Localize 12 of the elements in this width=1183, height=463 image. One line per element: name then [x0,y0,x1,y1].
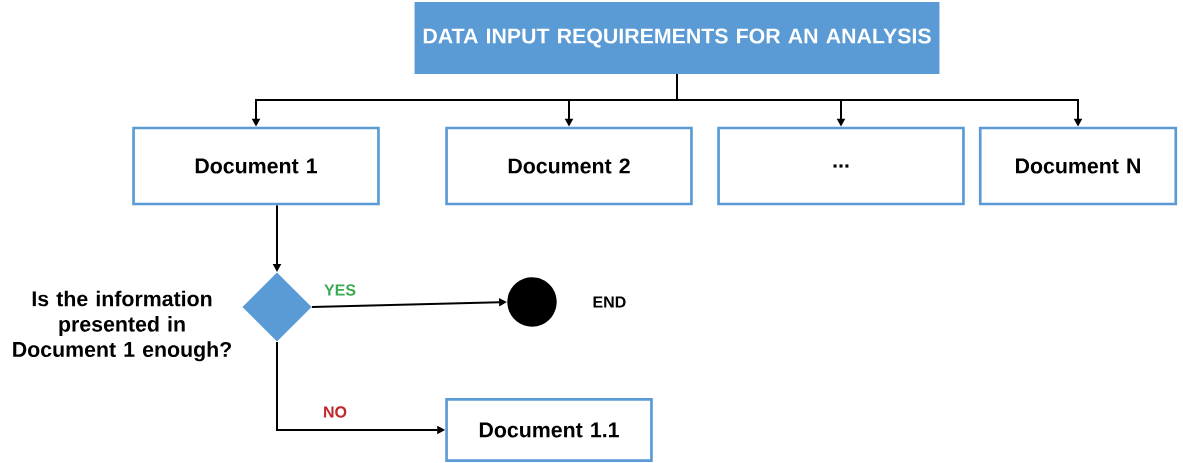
end-circle [507,277,557,327]
document-box: Document 2 [445,126,693,206]
document-box: Document 1.1 [445,398,653,462]
edge-label: YES [322,283,358,297]
end-label: END [593,296,626,308]
question-text: Is the information presented in Document 1 enough? [13,290,231,362]
title-box: DATA INPUT REQUIREMENTS FOR AN ANALYSIS [414,2,940,74]
document-box: Document 1 [132,126,380,206]
document-box: ... [717,126,965,206]
document-box: Document N [978,126,1178,206]
decision-diamond [242,272,312,342]
edge-label: NO [321,405,349,419]
